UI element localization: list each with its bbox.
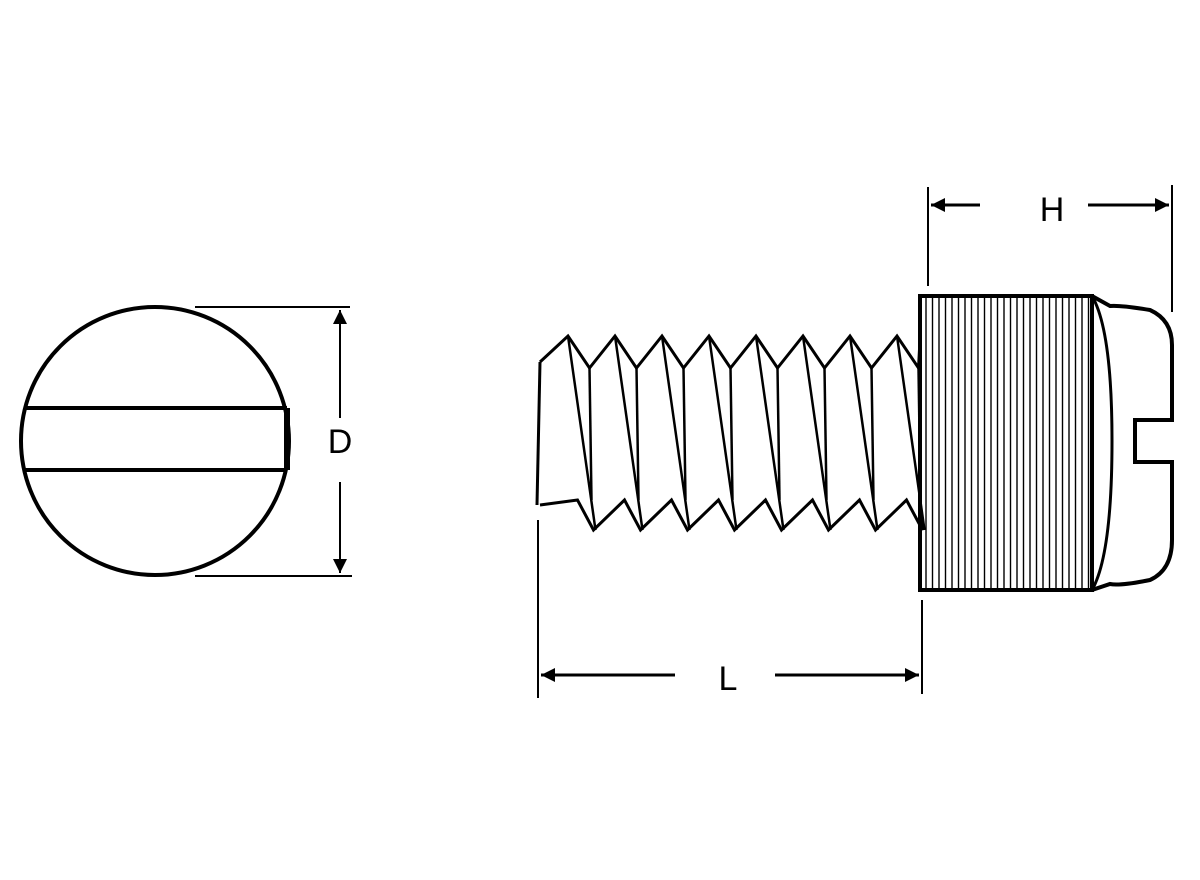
thread-crest-line <box>776 367 781 501</box>
thread-outline <box>539 497 924 533</box>
slotted-dome <box>1090 294 1174 592</box>
length-dimension <box>537 520 923 698</box>
diameter-dimension <box>195 306 352 577</box>
thread-crest-line <box>588 367 593 501</box>
thread-outline <box>535 361 542 506</box>
thread-crest-line <box>682 367 687 501</box>
thread-crest-line <box>635 367 640 501</box>
thread-outline <box>538 333 922 373</box>
screw-head-outline <box>19 305 291 577</box>
thread-crest-line <box>870 367 875 501</box>
diameter-label: D <box>328 423 353 461</box>
length-label: L <box>719 660 738 698</box>
threaded-shank <box>535 333 926 533</box>
end-view <box>19 305 291 577</box>
head-height-dimension <box>927 185 1173 312</box>
knurled-head <box>918 294 1094 592</box>
head-height-label: H <box>1040 191 1065 229</box>
thread-crest-line <box>823 367 828 501</box>
thread-crest-line <box>729 367 734 501</box>
